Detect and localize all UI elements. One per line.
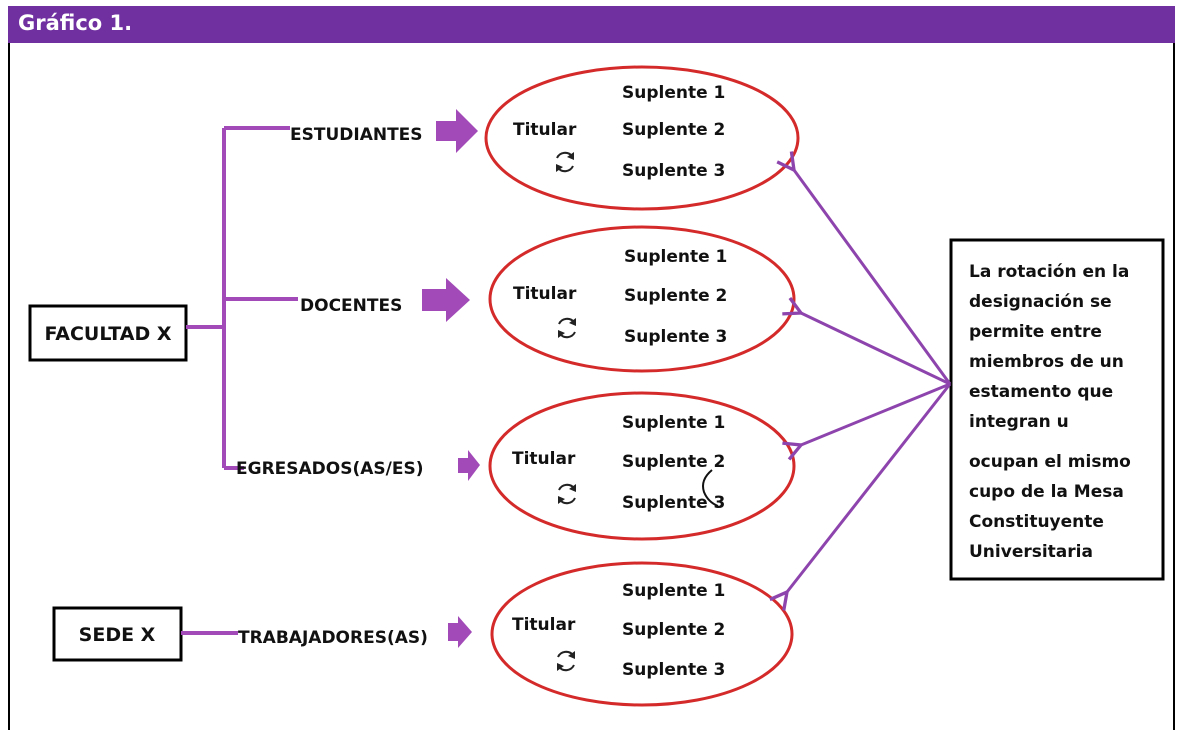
note-line: Universitaria xyxy=(969,542,1093,562)
block-arrow-egresados xyxy=(458,450,480,481)
note-line: Constituyente xyxy=(969,512,1104,532)
facultad-node: FACULTAD X xyxy=(28,304,188,362)
pointer-arrows xyxy=(787,170,952,592)
block-arrow-estudiantes xyxy=(436,109,478,153)
titular-label-1: Titular xyxy=(513,120,577,140)
suplente-label-4-1: Suplente 1 xyxy=(622,581,725,601)
block-arrow-trabajadores xyxy=(448,616,472,648)
branch-label-docentes: DOCENTES xyxy=(300,296,402,316)
figure-header: Gráfico 1. xyxy=(8,6,1175,43)
figure-title: Gráfico 1. xyxy=(18,11,133,35)
tree-connectors xyxy=(181,126,298,635)
note-line: designación se xyxy=(969,292,1112,312)
pointer-arrow-2 xyxy=(801,313,951,386)
note-line: cupo de la Mesa xyxy=(969,482,1124,502)
titular-label-4: Titular xyxy=(512,615,576,635)
frame-right-border xyxy=(1173,43,1175,730)
rotation-icon xyxy=(558,317,576,339)
sede-label: SEDE X xyxy=(79,624,156,646)
group-ellipse-3 xyxy=(488,391,796,541)
suplente-label-1-3: Suplente 3 xyxy=(622,161,725,181)
note-line: miembros de un xyxy=(969,352,1124,372)
suplente-label-1-2: Suplente 2 xyxy=(622,120,725,140)
rotation-note-text: La rotación en la designación se permite… xyxy=(969,262,1137,562)
titular-label-2: Titular xyxy=(513,284,577,304)
block-arrows xyxy=(422,109,480,648)
group-ellipse-4 xyxy=(490,561,794,707)
rotation-icon xyxy=(556,151,574,173)
suplente-label-1-1: Suplente 1 xyxy=(622,83,725,103)
frame-left-border xyxy=(8,43,10,730)
pointer-arrow-3 xyxy=(801,382,951,445)
sede-node: SEDE X xyxy=(52,606,183,662)
branch-label-trabajadores: TRABAJADORES(AS) xyxy=(238,628,428,648)
suplente-label-4-3: Suplente 3 xyxy=(622,660,725,680)
pointer-arrow-4 xyxy=(787,383,952,592)
suplente-label-3-1: Suplente 1 xyxy=(622,413,725,433)
suplente-label-2-2: Suplente 2 xyxy=(624,286,727,306)
note-line: ocupan el mismo xyxy=(969,452,1131,472)
note-line: permite entre xyxy=(969,322,1102,342)
rotation-icon xyxy=(558,483,576,505)
rotation-note-box: La rotación en la designación se permite… xyxy=(949,238,1165,581)
note-line: estamento que xyxy=(969,382,1113,402)
titular-label-3: Titular xyxy=(512,449,576,469)
rotation-icon xyxy=(557,650,575,672)
block-arrow-docentes xyxy=(422,278,470,322)
branch-label-estudiantes: ESTUDIANTES xyxy=(290,125,423,145)
facultad-label: FACULTAD X xyxy=(44,323,171,345)
suplente-label-2-1: Suplente 1 xyxy=(624,247,727,267)
branch-label-egresados: EGRESADOS(AS/ES) xyxy=(236,459,423,479)
hand-drawn-scribble xyxy=(702,469,719,507)
suplente-label-2-3: Suplente 3 xyxy=(624,327,727,347)
note-line: integran u xyxy=(969,412,1069,432)
suplente-label-4-2: Suplente 2 xyxy=(622,620,725,640)
suplente-label-3-3: Suplente 3 xyxy=(622,493,725,513)
note-line: La rotación en la xyxy=(969,262,1129,282)
pointer-arrow-1 xyxy=(794,170,952,385)
group-ellipse-1 xyxy=(484,65,800,211)
suplente-label-3-2: Suplente 2 xyxy=(622,452,725,472)
